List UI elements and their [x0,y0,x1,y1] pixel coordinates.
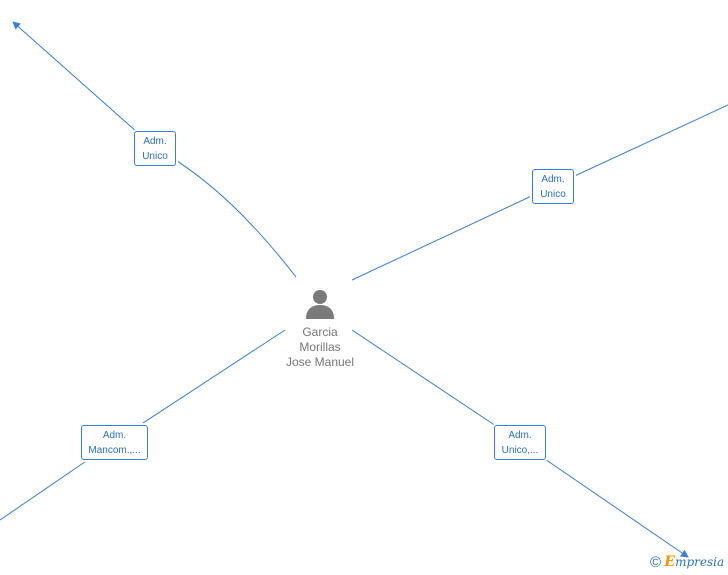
person-node[interactable]: Garcia Morillas Jose Manuel [268,288,372,370]
brand-logo-initial: E [664,554,676,570]
person-surname-2: Morillas [299,340,341,354]
relation-label-bottom-left[interactable]: Adm. Mancom.,... [81,425,148,460]
relation-role: Adm. [102,430,127,441]
brand-logo-text: mpresia [675,555,725,569]
person-surname-1: Garcia [302,325,338,339]
relation-role: Adm. [508,430,532,441]
person-given-name: Jose Manuel [285,355,355,369]
relation-role: Adm. [541,174,565,185]
relation-role: Adm. [143,136,167,147]
relation-label-bottom-right[interactable]: Adm. Unico,... [494,425,546,460]
relation-detail: Mancom.,... [88,445,141,456]
copyright-symbol: © [650,554,662,571]
relation-label-top-left[interactable]: Adm. Unico [134,131,176,166]
relation-detail: Unico,... [501,445,539,456]
person-silhouette-icon [306,290,334,319]
relation-detail: Unico [142,151,168,162]
person-name[interactable]: Garcia Morillas Jose Manuel [268,325,372,370]
relation-label-top-right[interactable]: Adm. Unico [532,169,574,204]
relation-detail: Unico [540,189,566,200]
empresia-brand: © Empresia [650,554,724,572]
